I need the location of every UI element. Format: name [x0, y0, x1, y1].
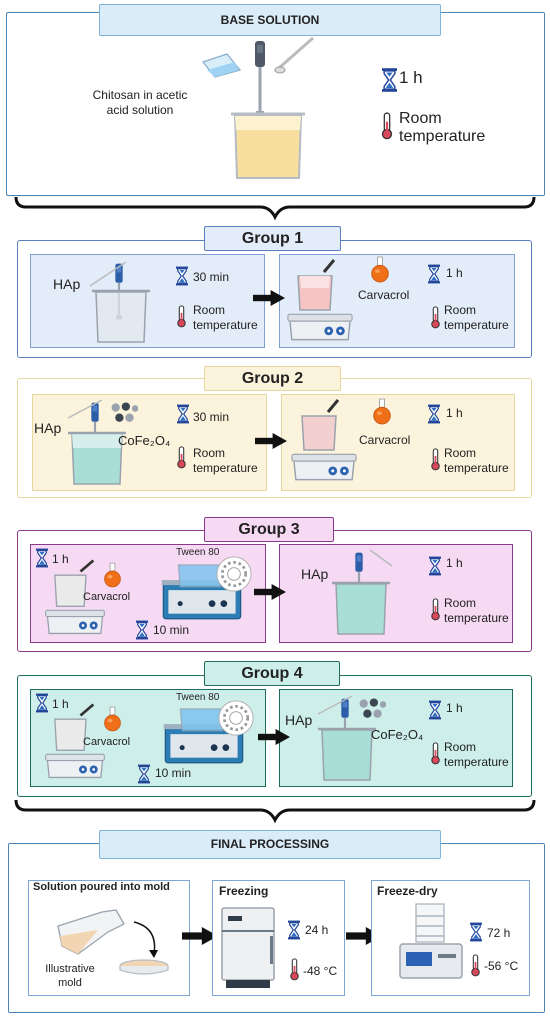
- group-2-left-box: [32, 394, 267, 491]
- homogenizer-icon: [89, 261, 150, 343]
- arrow-icon: [253, 290, 285, 306]
- hourglass-icon: [429, 700, 441, 720]
- group-4-right-time: 1 h: [446, 701, 463, 715]
- hourglass-icon: [470, 922, 482, 942]
- flask-icon: [371, 256, 389, 283]
- final-step-3-temp: -56 °C: [484, 959, 519, 973]
- group-2-right-time: 1 h: [446, 406, 463, 420]
- group-2-left-temp: Room temperature: [193, 446, 258, 475]
- group-4-right-reagent: HAp: [285, 712, 313, 728]
- final-step-2-title: Freezing: [219, 884, 269, 898]
- group-2-right-reagent: Carvacrol: [359, 433, 411, 447]
- group-4-right-box: [279, 689, 513, 787]
- homogenizer-icon: [67, 399, 126, 485]
- base-solution-label: Chitosan in acetic acid solution: [92, 88, 188, 117]
- thermometer-icon: [177, 305, 186, 328]
- ultrasound-icon: [216, 556, 252, 592]
- arrow-icon: [254, 584, 286, 600]
- flask-icon: [373, 398, 391, 425]
- group-1-left-box: [30, 254, 265, 348]
- base-time: 1 h: [399, 68, 423, 87]
- hotplate-stirrer-icon: [44, 559, 106, 635]
- hotplate-stirrer-icon: [291, 399, 357, 481]
- group-2-left-reagent: HAp: [34, 420, 62, 436]
- group-1-left-time: 30 min: [193, 270, 230, 284]
- group-4-title: Group 4: [204, 661, 340, 686]
- final-step-3-time: 72 h: [487, 926, 511, 940]
- hourglass-icon: [428, 264, 440, 284]
- hourglass-icon: [138, 764, 150, 784]
- group-1-right-temp: Room temperature: [444, 303, 509, 332]
- thermometer-icon: [471, 954, 480, 977]
- ultrasound-icon: [218, 700, 254, 736]
- homogenizer-icon: [317, 695, 376, 781]
- hourglass-icon: [382, 68, 397, 92]
- flask-icon: [104, 706, 121, 732]
- hourglass-icon: [288, 920, 300, 940]
- thermometer-icon: [177, 446, 186, 469]
- final-step-1-label: Illustrative mold: [45, 963, 95, 989]
- group-1-left-reagent: HAp: [53, 276, 81, 292]
- group-3-right-time: 1 h: [446, 556, 463, 570]
- group-2-left-time: 30 min: [193, 410, 230, 424]
- group-2-title: Group 2: [204, 366, 341, 391]
- group-4-right-additive: CoFe₂O₄: [371, 727, 424, 742]
- group-1-right-reagent: Carvacrol: [358, 288, 410, 302]
- hourglass-icon: [428, 404, 440, 424]
- freezer-icon: [221, 907, 275, 988]
- group-4-left-reagent: Carvacrol: [83, 736, 131, 748]
- base-temp: Room temperature: [399, 110, 486, 145]
- homogenizer-icon: [332, 549, 393, 635]
- brace-icon: [14, 196, 536, 221]
- mold-icon: [57, 909, 169, 975]
- hotplate-stirrer-icon: [287, 259, 353, 341]
- group-1-left-temp: Room temperature: [193, 303, 258, 332]
- brace-icon: [14, 799, 536, 824]
- arrow-icon: [255, 433, 287, 449]
- final-step-3-title: Freeze-dry: [377, 884, 438, 898]
- group-4-right-temp: Room temperature: [444, 740, 509, 769]
- group-4-left-surfactant: Tween 80: [176, 692, 220, 703]
- final-step-1-title: Solution poured into mold: [33, 881, 170, 893]
- nanoparticle-icon: [359, 698, 386, 718]
- group-3-right-reagent: HAp: [301, 566, 329, 582]
- group-1-title: Group 1: [204, 226, 341, 251]
- group-3-left-surfactant: Tween 80: [176, 547, 220, 558]
- group-3-left-reagent: Carvacrol: [83, 591, 131, 603]
- group-3-left-time1: 1 h: [52, 552, 69, 566]
- hourglass-icon: [136, 620, 148, 640]
- hourglass-icon: [176, 266, 188, 286]
- arrow-icon: [258, 729, 290, 745]
- thermometer-icon: [431, 598, 440, 621]
- group-4-left-time2: 10 min: [155, 766, 192, 780]
- hourglass-icon: [429, 556, 441, 576]
- thermometer-icon: [431, 306, 440, 329]
- thermometer-icon: [431, 742, 440, 765]
- group-3-right-temp: Room temperature: [444, 596, 509, 625]
- nanoparticle-icon: [111, 402, 138, 422]
- group-2-left-additive: CoFe₂O₄: [118, 433, 171, 448]
- final-processing-title: FINAL PROCESSING: [99, 830, 441, 859]
- group-3-right-box: [279, 544, 513, 643]
- flask-icon: [104, 562, 121, 588]
- thermometer-icon: [381, 112, 393, 140]
- homogenizer-icon: [201, 36, 314, 179]
- hourglass-icon: [177, 404, 189, 424]
- base-solution-title: BASE SOLUTION: [99, 4, 441, 36]
- group-1-right-time: 1 h: [446, 266, 463, 280]
- group-3-left-time2: 10 min: [153, 623, 190, 637]
- thermometer-icon: [290, 958, 299, 981]
- final-step-1-box: [28, 880, 190, 996]
- freeze-dryer-icon: [399, 903, 463, 979]
- thermometer-icon: [431, 448, 440, 471]
- group-3-title: Group 3: [204, 517, 334, 542]
- group-2-right-temp: Room temperature: [444, 446, 509, 475]
- group-4-left-time1: 1 h: [52, 697, 69, 711]
- final-step-2-temp: -48 °C: [303, 964, 338, 978]
- hotplate-stirrer-icon: [44, 703, 106, 779]
- final-step-2-time: 24 h: [305, 923, 329, 937]
